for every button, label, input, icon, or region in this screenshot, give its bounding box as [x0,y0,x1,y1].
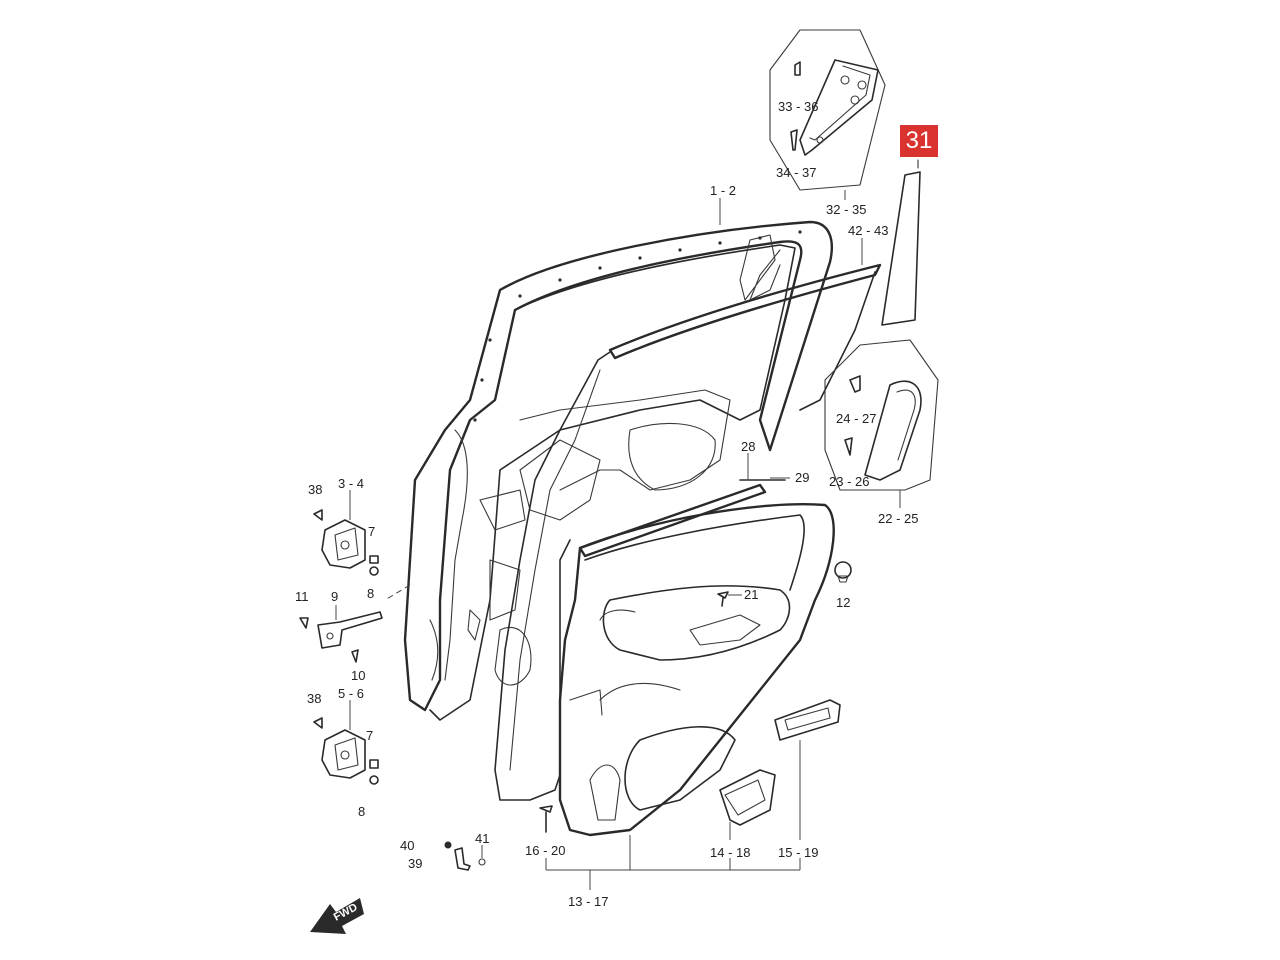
part-16-20-clip [539,805,553,833]
callout-32-35: 32 - 35 [826,202,866,217]
callout-41: 41 [475,831,489,846]
callout-29: 29 [795,470,809,485]
callout-38-lower: 38 [307,691,321,706]
hex-group-22-25 [824,339,939,508]
callout-1-2: 1 - 2 [710,183,736,198]
part-15-19-bezel [774,699,841,840]
callout-38-upper: 38 [308,482,322,497]
callout-12: 12 [836,595,850,610]
callout-3-4: 3 - 4 [338,476,364,491]
hinge-lower-5-6 [313,700,379,785]
callout-11: 11 [295,589,309,604]
hex-group-32-35 [769,29,886,200]
callout-15-19: 15 - 19 [778,845,818,860]
callout-8-upper: 8 [367,586,374,601]
callout-21: 21 [744,587,758,602]
callout-7-lower: 7 [366,728,373,743]
callout-5-6: 5 - 6 [338,686,364,701]
hinge-upper-3-4 [313,490,379,576]
bottom-callout-lines [545,835,801,890]
part-12-clip [834,561,852,583]
part-14-18-pocket [719,769,776,840]
callout-13-17: 13 - 17 [568,894,608,909]
fwd-arrow-icon: FWD [310,898,364,934]
callout-16-20: 16 - 20 [525,843,565,858]
highlighted-part-31-label: 31 [900,125,938,157]
callout-23-26: 23 - 26 [829,474,869,489]
callout-33-36: 33 - 36 [778,99,818,114]
callout-24-27: 24 - 27 [836,411,876,426]
part-21-screw [717,591,742,607]
callout-14-18: 14 - 18 [710,845,750,860]
door-frame [384,198,833,721]
door-check-9 [299,605,383,663]
callout-39: 39 [408,856,422,871]
callout-22-25: 22 - 25 [878,511,918,526]
callout-labels: 1 - 2 32 - 35 33 - 36 34 - 37 42 - 43 24… [295,99,918,909]
part-31-strip [881,159,921,326]
callout-10: 10 [351,668,365,683]
callout-42-43: 42 - 43 [848,223,888,238]
callout-9: 9 [331,589,338,604]
parts-39-41 [444,841,486,871]
callout-7-upper: 7 [368,524,375,539]
door-trim-panel [558,503,835,837]
callout-28: 28 [741,439,755,454]
callout-8-lower: 8 [358,804,365,819]
callout-34-37: 34 - 37 [776,165,816,180]
belt-molding-28-29 [578,453,790,558]
callout-40: 40 [400,838,414,853]
